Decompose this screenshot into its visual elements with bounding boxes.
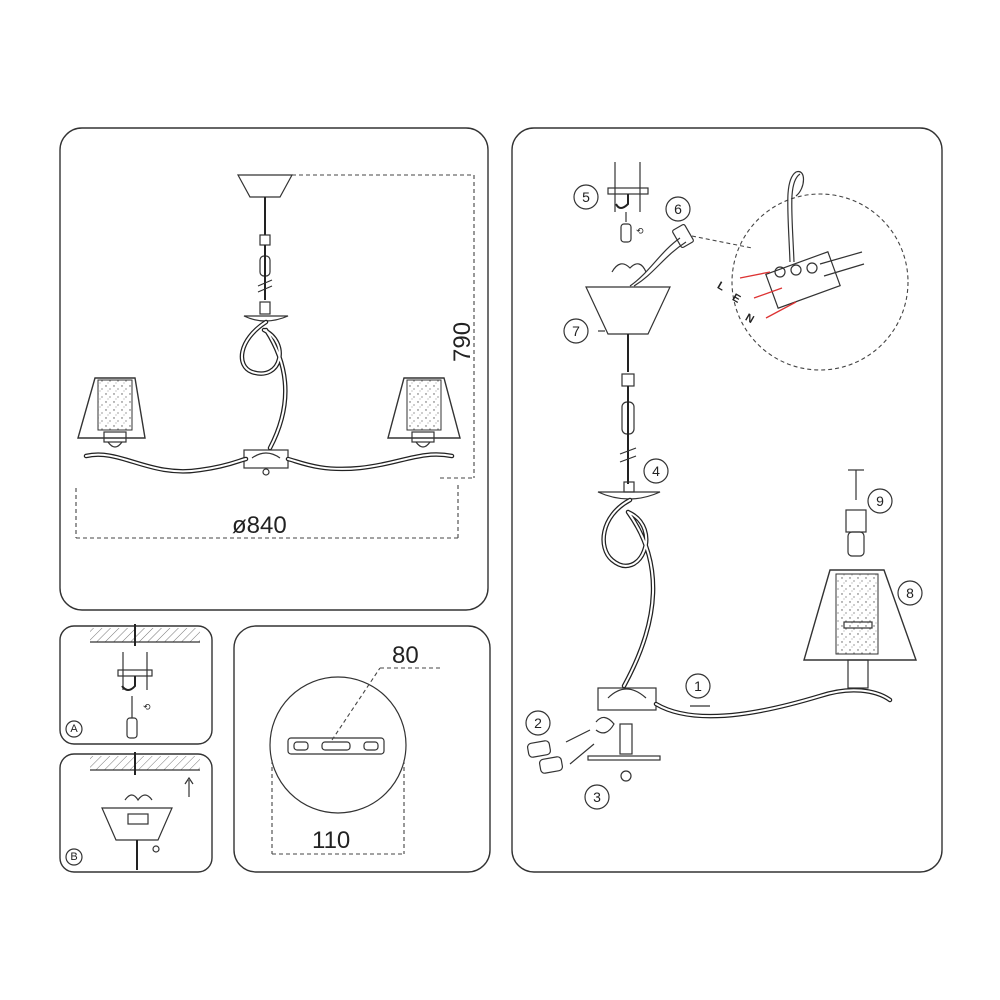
chandelier-front-view (77, 174, 461, 476)
svg-text:⟲: ⟲ (636, 226, 644, 236)
ceiling-hook-assembly: ⟲ (607, 162, 649, 243)
step-3-label: 3 (593, 789, 601, 805)
step-5-label: 5 (582, 189, 590, 205)
diameter-dimension-label: ø840 (232, 512, 287, 539)
svg-text:⟲: ⟲ (143, 702, 151, 712)
step-2-label: 2 (534, 715, 542, 731)
mounting-plate-panel: 80 110 (233, 625, 491, 873)
step-8-label: 8 (906, 585, 914, 601)
shade-and-socket (803, 469, 917, 689)
step-4-label: 4 (652, 463, 660, 479)
step-b-label: B (70, 851, 77, 863)
step-a-marker (65, 720, 83, 738)
step-a-panel: ⟲ A (59, 624, 213, 745)
step-b-marker (65, 848, 83, 866)
step-markers: 1 2 3 4 5 6 7 8 9 (525, 184, 923, 810)
step-6-label: 6 (674, 201, 682, 217)
canopy-diameter-label: 110 (312, 827, 350, 854)
step-b-panel: B (59, 752, 213, 873)
dimensions-panel: 790 ø840 (59, 127, 489, 611)
step-9-label: 9 (876, 493, 884, 509)
mount-spacing-label: 80 (392, 642, 419, 669)
assembly-panel: ⟲ L E N (511, 127, 943, 873)
height-dimension-label: 790 (449, 322, 476, 362)
step-1-label: 1 (694, 678, 702, 694)
step-7-label: 7 (572, 323, 580, 339)
step-a-label: A (70, 723, 78, 735)
